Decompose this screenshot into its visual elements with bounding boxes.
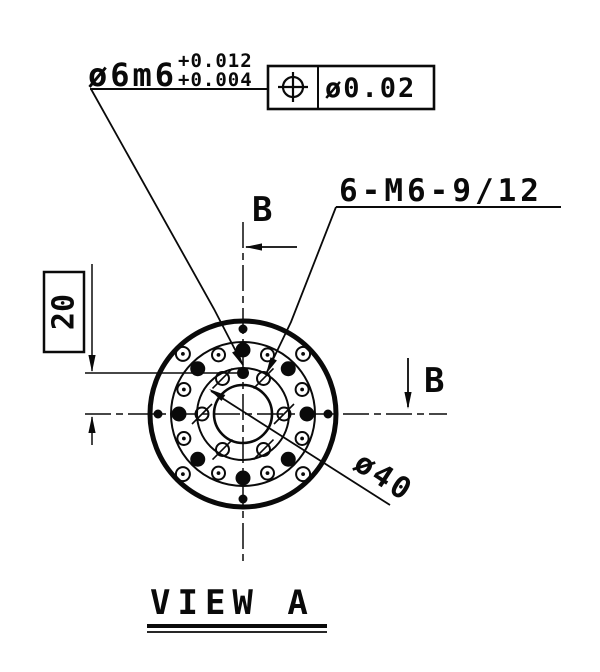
- m6-tapped-hole-thread-slash: [211, 438, 234, 461]
- arrowheads: [88, 243, 412, 433]
- outer-corner-hole: [174, 466, 191, 483]
- fcf-tolerance-value: ø0.02: [325, 73, 416, 104]
- thread-callout: 6-M6-9/12: [339, 173, 543, 209]
- position-tolerance-icon: [278, 72, 308, 102]
- bolt-hole-open-center-dot: [265, 352, 270, 357]
- outer-corner-hole: [174, 345, 191, 362]
- flange-view: [147, 318, 339, 510]
- m6-tapped-hole-thread-slash: [211, 367, 234, 390]
- bolt-hole-open: [211, 347, 227, 363]
- fcf-border: [266, 64, 436, 111]
- bolt-hole-open: [211, 465, 227, 481]
- outer-corner-hole-center-dot: [180, 472, 185, 477]
- m6-tapped-hole: [194, 406, 210, 422]
- dowel-leader-arrowhead: [232, 349, 243, 366]
- dia40-leader-line: [210, 390, 391, 506]
- bolt-hole-open: [294, 430, 310, 446]
- outer-cardinal-hole: [238, 494, 248, 504]
- outer-corner-hole-center-dot: [301, 472, 306, 477]
- section-b-right-arrowhead: [404, 392, 412, 409]
- bolt-hole-open: [259, 347, 275, 363]
- outer-flange-circle: [147, 318, 339, 510]
- thread-leader-line: [265, 206, 337, 375]
- bolt-hole-open-center-dot: [265, 471, 270, 476]
- outer-corner-hole: [295, 466, 312, 483]
- bolt-hole-filled: [299, 406, 315, 422]
- bolt-hole-open: [176, 430, 192, 446]
- m6-tapped-hole-thread-slash: [252, 438, 275, 461]
- m6-tapped-hole-thread-slash: [252, 367, 275, 390]
- m6-tapped-hole: [276, 406, 292, 422]
- offset-dimension-frame: [42, 270, 86, 354]
- bolt-hole-filled: [190, 451, 206, 467]
- bolt-circle-dimension: ø40: [348, 445, 420, 509]
- m6-tapped-hole-thread-slash: [273, 403, 295, 425]
- tolerance-upper: +0.012: [178, 50, 253, 72]
- outer-cardinal-hole: [323, 409, 333, 419]
- m6-tapped-hole: [256, 442, 271, 458]
- outer-cardinal-hole: [153, 409, 163, 419]
- dia40-leader-arrowhead: [209, 389, 226, 402]
- bolt-hole-open: [294, 382, 310, 398]
- bolt-hole-filled: [171, 406, 187, 422]
- m6-tapped-hole: [256, 370, 271, 386]
- feature-control-frame: ø0.02: [266, 64, 436, 111]
- dowel-pin-dimension: ø6m6: [88, 56, 177, 94]
- tolerance-lower: +0.004: [178, 69, 253, 91]
- section-b-top-arrowhead: [245, 243, 262, 251]
- outer-corner-hole-center-dot: [180, 351, 185, 356]
- thread-leader-arrowhead: [266, 357, 277, 374]
- view-title: VIEW A: [150, 583, 315, 623]
- dim20-lower-arrowhead: [88, 416, 96, 433]
- bolt-hole-open-center-dot: [181, 436, 186, 441]
- m6-tapped-hole: [215, 442, 230, 458]
- bolt-hole-open-center-dot: [181, 387, 186, 392]
- m6-tapped-hole: [215, 370, 230, 386]
- dowel-leader-line: [90, 88, 244, 366]
- outer-corner-hole-center-dot: [301, 351, 306, 356]
- bolt-hole-filled: [235, 470, 251, 486]
- bolt-hole-open-center-dot: [300, 436, 305, 441]
- dowel-pin-hole: [237, 367, 249, 379]
- section-label-top: B: [252, 190, 272, 230]
- bolt-hole-open-center-dot: [216, 471, 221, 476]
- bolt-hole-filled: [190, 361, 206, 377]
- bolt-hole-open: [176, 382, 192, 398]
- offset-dimension-value: 20: [47, 294, 82, 330]
- bolt-hole-open: [259, 465, 275, 481]
- bolt-hole-open-center-dot: [216, 352, 221, 357]
- center-bore-circle: [212, 383, 274, 445]
- section-label-right: B: [424, 361, 444, 401]
- dim20-upper-arrowhead: [88, 355, 96, 372]
- bolt-hole-open-center-dot: [300, 387, 305, 392]
- outer-cardinal-hole: [238, 324, 248, 334]
- m6-tapped-hole-thread-slash: [191, 403, 213, 425]
- bolt-ring-circle: [170, 341, 316, 487]
- bolt-hole-filled: [280, 361, 296, 377]
- outer-corner-hole: [295, 345, 312, 362]
- bolt-hole-filled: [280, 451, 296, 467]
